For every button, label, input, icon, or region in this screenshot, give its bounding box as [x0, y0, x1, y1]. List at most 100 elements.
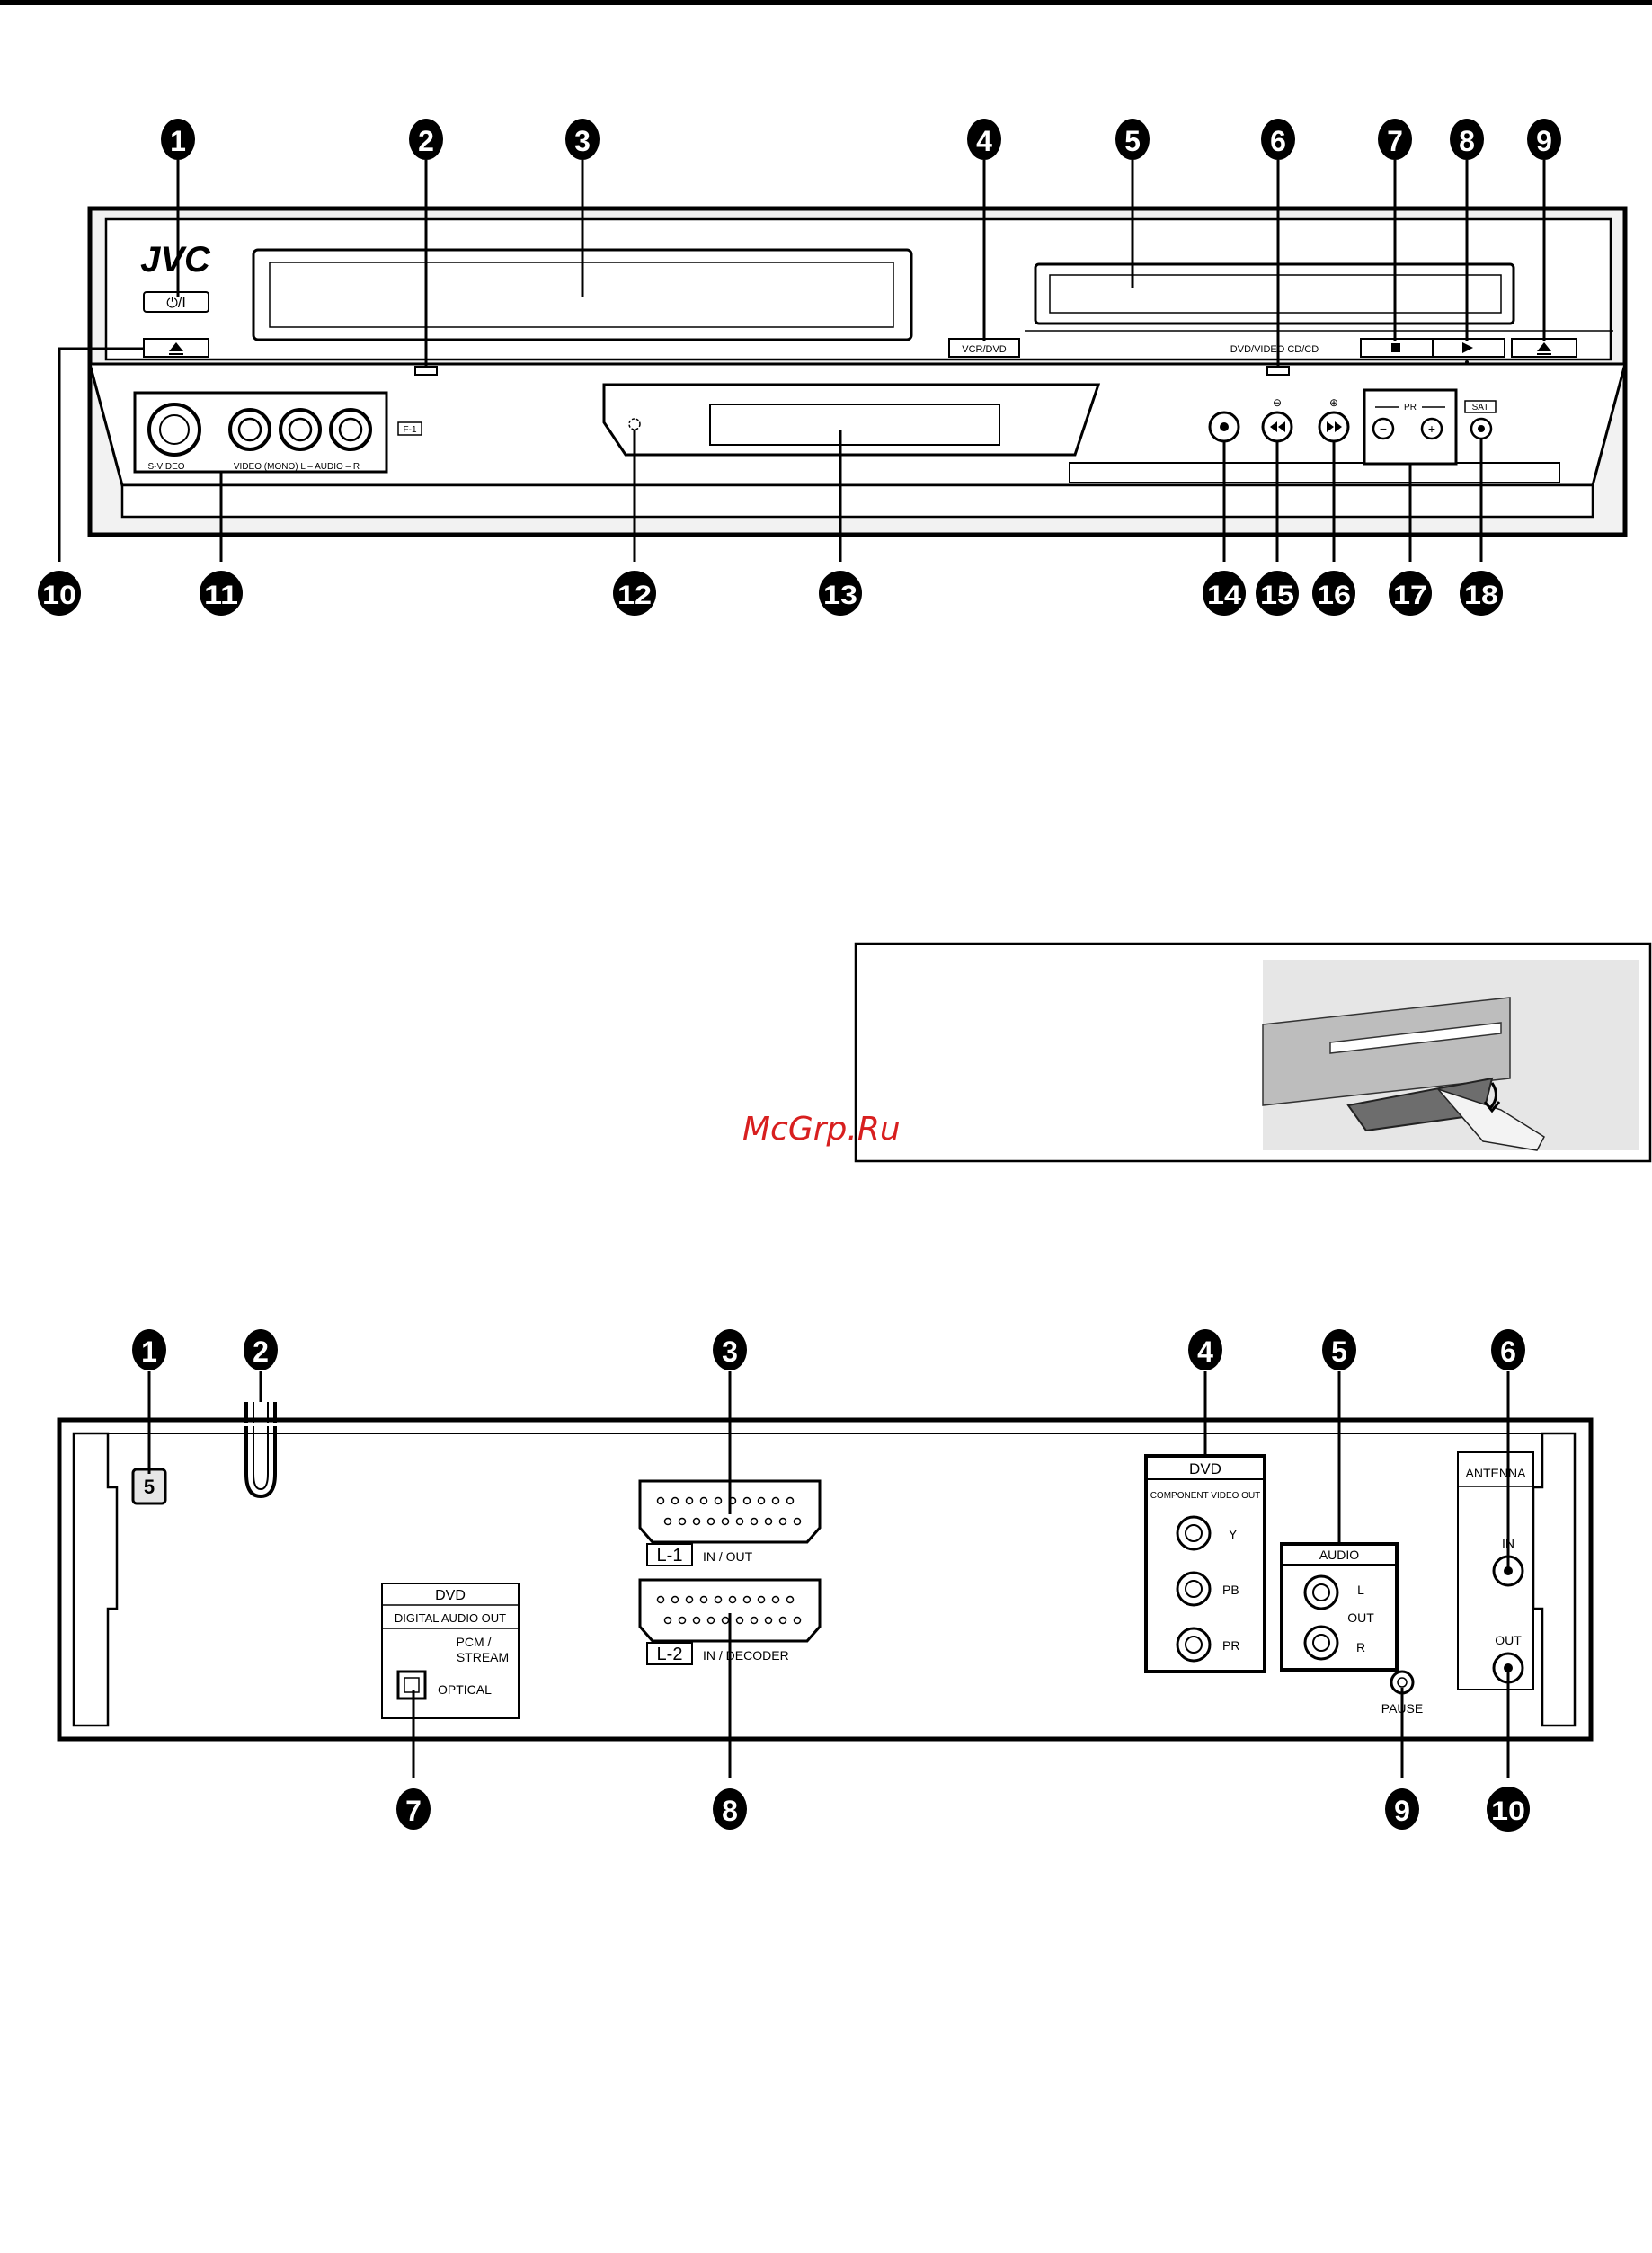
svg-text:9: 9: [1536, 125, 1552, 157]
callout-f15: 15: [1256, 571, 1299, 616]
component-pb-label: PB: [1222, 1583, 1239, 1597]
front-door-illustration: [1262, 960, 1639, 1151]
pr-minus-button[interactable]: [1372, 417, 1395, 440]
svg-text:7: 7: [405, 1795, 422, 1827]
power-cord-inner: [253, 1402, 269, 1491]
l2-text: IN / DECODER: [703, 1648, 789, 1663]
power-button[interactable]: [143, 291, 209, 313]
svg-text:1: 1: [170, 125, 186, 157]
top-rule: [0, 0, 1652, 5]
audio-l-out-jack-inner: [1312, 1583, 1330, 1601]
front-leader-lines-top: [176, 160, 1546, 367]
svg-text:16: 16: [1317, 581, 1351, 610]
pr-label: PR: [1404, 403, 1417, 412]
front-base: [120, 483, 1594, 519]
svg-text:14: 14: [1207, 581, 1241, 610]
fast-forward-icon: [1327, 421, 1342, 432]
svg-text:3: 3: [574, 125, 591, 157]
component-y-jack-inner: [1185, 1524, 1203, 1542]
callout-f13: 13: [819, 571, 862, 616]
callout-f5: 5: [1115, 119, 1150, 160]
l1-text: IN / OUT: [703, 1549, 753, 1564]
region-badge-number: 5: [144, 1476, 155, 1498]
vcr-eject-icon: [169, 342, 183, 355]
audio-l-jack-inner: [288, 417, 313, 442]
svg-text:5: 5: [1124, 125, 1141, 157]
svideo-jack-inner: [159, 414, 190, 445]
power-cord: [244, 1402, 277, 1499]
svg-text:18: 18: [1464, 581, 1498, 610]
vcr-indicator: [414, 366, 438, 376]
optical-port-inner: [404, 1677, 420, 1693]
callout-f16: 16: [1312, 571, 1355, 616]
antenna-out-label: OUT: [1495, 1633, 1522, 1647]
pause-jack-inner: [1397, 1677, 1408, 1688]
digital-audio-subtitle: DIGITAL AUDIO OUT: [395, 1611, 506, 1625]
sat-label: SAT: [1472, 403, 1489, 412]
audio-out-box: [1280, 1542, 1399, 1672]
digital-audio-stream: STREAM: [457, 1650, 509, 1664]
component-pr-label: PR: [1222, 1638, 1239, 1653]
callout-f1: 1: [161, 119, 195, 160]
svg-text:5: 5: [1331, 1335, 1347, 1368]
svg-text:8: 8: [722, 1795, 738, 1827]
watermark: McGrp.Ru: [742, 1111, 901, 1148]
dvd-eject-icon: [1537, 342, 1551, 355]
callout-r6: 6: [1491, 1329, 1525, 1370]
callout-r3: 3: [713, 1329, 747, 1370]
callout-f6: 6: [1261, 119, 1295, 160]
vcr-dvd-label: VCR/DVD: [962, 344, 1007, 355]
rear-left-bracket: [72, 1432, 119, 1727]
svg-text:3: 3: [722, 1335, 738, 1368]
sat-label-box: [1464, 400, 1497, 413]
svg-text:7: 7: [1387, 125, 1403, 157]
rear-panel: 5 L-1 IN / OUT L-2 IN / DECODER DVD DIGI…: [57, 1329, 1594, 1832]
stop-icon: [1391, 343, 1400, 352]
svg-text:2: 2: [253, 1335, 269, 1368]
svg-text:10: 10: [1491, 1796, 1525, 1826]
display-screen: [709, 404, 1000, 446]
callout-f12: 12: [613, 571, 656, 616]
pr-plus-button[interactable]: [1420, 417, 1443, 440]
l2-box: [646, 1642, 693, 1665]
dvd-tray-inner: [1049, 274, 1502, 314]
svg-text:12: 12: [617, 581, 652, 610]
dvd-video-cd-label: DVD/VIDEO CD/CD: [1230, 344, 1319, 355]
component-title: DVD: [1189, 1460, 1221, 1477]
callout-f2: 2: [409, 119, 443, 160]
callout-f14: 14: [1203, 571, 1246, 616]
component-y-label: Y: [1229, 1527, 1238, 1541]
front-panel: JVC ⏻/I VCR/DVD DVD/VIDEO CD/CD: [38, 119, 1628, 616]
record-icon: [1220, 422, 1229, 431]
inset-box: [854, 942, 1652, 1163]
callout-f9: 9: [1527, 119, 1561, 160]
scart-l2[interactable]: [638, 1578, 822, 1643]
ff-plus: ⊕: [1329, 396, 1338, 409]
optical-label: OPTICAL: [438, 1682, 492, 1697]
antenna-out-jack-inner: [1504, 1663, 1513, 1672]
callout-f7: 7: [1378, 119, 1412, 160]
svg-text:4: 4: [976, 125, 992, 157]
callout-r10: 10: [1487, 1787, 1530, 1832]
remote-sensor: [628, 418, 641, 430]
play-icon: [1462, 342, 1473, 353]
pr-minus-icon: −: [1380, 421, 1387, 436]
sat-button-inner: [1478, 425, 1485, 432]
audio-out-label: OUT: [1347, 1610, 1374, 1625]
callout-f18: 18: [1460, 571, 1503, 616]
callout-f4: 4: [967, 119, 1001, 160]
callout-r7: 7: [396, 1788, 431, 1830]
f1-label: F-1: [404, 425, 417, 435]
video-audio-label: VIDEO (MONO) L – AUDIO – R: [234, 462, 360, 472]
audio-title: AUDIO: [1319, 1548, 1359, 1562]
callout-r8: 8: [713, 1788, 747, 1830]
svg-text:17: 17: [1393, 581, 1427, 610]
callout-f10: 10: [38, 571, 81, 616]
svg-text:1: 1: [141, 1335, 157, 1368]
svg-text:2: 2: [418, 125, 434, 157]
svg-text:8: 8: [1459, 125, 1475, 157]
audio-r-label: R: [1356, 1640, 1365, 1654]
l1-label: L-1: [657, 1546, 683, 1566]
brand-logo: JVC: [140, 240, 211, 279]
